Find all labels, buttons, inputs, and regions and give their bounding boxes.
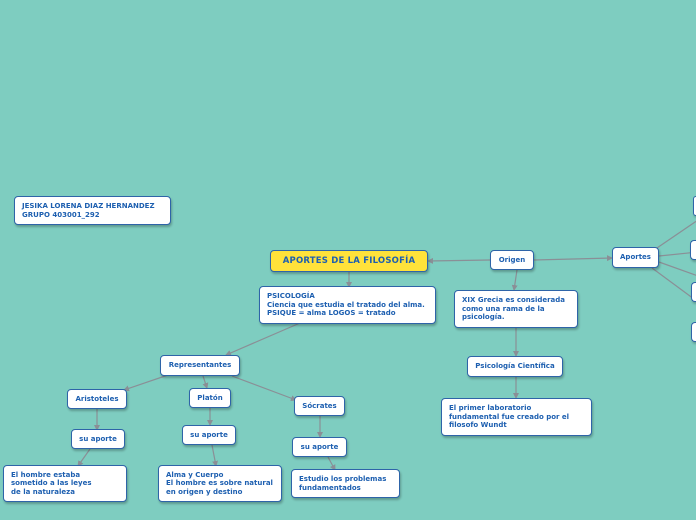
node-psicologia-cientifica[interactable]: Psicología Científica [467, 356, 563, 377]
node-socrates-detail-text: Estudio los problemas fundamentados [299, 475, 387, 492]
edge-aporte-platon-detail [211, 444, 219, 467]
node-aporte-socrates-label: su aporte [300, 442, 339, 451]
edge-representantes-aristoteles [123, 374, 169, 392]
edge-psicologia-representantes [225, 322, 301, 356]
node-aporte-platon-label: su aporte [190, 430, 228, 439]
node-platon-label: Platón [197, 393, 223, 402]
node-socrates-detail[interactable]: Estudio los problemas fundamentados [291, 469, 400, 498]
node-aporte-socrates[interactable]: su aporte [292, 437, 347, 457]
node-offscreen-1[interactable] [693, 196, 696, 216]
node-representantes-label: Representantes [168, 361, 232, 370]
node-psicologia-text: PSICOLOGÍA Ciencia que estudia el tratad… [267, 292, 425, 318]
node-laboratorio[interactable]: El primer laboratorio fundamental fue cr… [441, 398, 592, 436]
main-topic[interactable]: APORTES DE LA FILOSOFÍA [270, 250, 428, 272]
node-offscreen-2[interactable] [690, 240, 696, 260]
node-platon-detail-text: Alma y Cuerpo El hombre es sobre natural… [166, 470, 273, 496]
edge-aportes-out-1 [653, 220, 696, 251]
node-origen[interactable]: Origen [490, 250, 534, 270]
node-aporte-platon[interactable]: su aporte [182, 425, 236, 445]
main-topic-label: APORTES DE LA FILOSOFÍA [282, 255, 416, 266]
node-grecia-text: XIX Grecia es considerada como una rama … [462, 296, 566, 322]
node-aporte-aristoteles-label: su aporte [79, 434, 117, 443]
node-aristoteles-detail-text: El hombre estaba sometido a las leyes de… [11, 470, 92, 496]
node-laboratorio-text: El primer laboratorio fundamental fue cr… [449, 404, 570, 430]
node-aportes[interactable]: Aportes [612, 247, 659, 268]
node-offscreen-4[interactable] [691, 322, 696, 342]
edge-origen-aportes [533, 255, 613, 262]
node-psicologia[interactable]: PSICOLOGÍA Ciencia que estudia el tratad… [259, 286, 436, 324]
node-socrates-label: Sócrates [302, 401, 337, 410]
node-offscreen-3[interactable] [691, 282, 696, 302]
node-aristoteles-detail[interactable]: El hombre estaba sometido a las leyes de… [3, 465, 127, 502]
node-aristoteles[interactable]: Aristoteles [67, 389, 127, 409]
edge-aporte-socrates-detail [327, 456, 336, 471]
edge-representantes-platon [202, 375, 209, 389]
edge-representantes-socrates [231, 375, 297, 402]
node-platon[interactable]: Platón [189, 388, 231, 408]
edge-aportes-out-3 [658, 261, 696, 276]
node-aportes-label: Aportes [620, 253, 651, 262]
node-aporte-aristoteles[interactable]: su aporte [71, 429, 125, 449]
node-socrates[interactable]: Sócrates [294, 396, 345, 416]
edge-origen-main [427, 257, 491, 264]
node-grecia[interactable]: XIX Grecia es considerada como una rama … [454, 290, 578, 328]
node-origen-label: Origen [498, 255, 526, 264]
edge-aportes-out-4 [651, 267, 696, 302]
author-note[interactable]: JESIKA LORENA DIAZ HERNANDEZ GRUPO 40300… [14, 196, 171, 225]
author-text: JESIKA LORENA DIAZ HERNANDEZ GRUPO 40300… [22, 202, 155, 219]
node-psicologia-cientifica-label: Psicología Científica [475, 362, 555, 371]
node-aristoteles-label: Aristoteles [75, 394, 119, 403]
node-representantes[interactable]: Representantes [160, 355, 240, 376]
edge-aporte-aristoteles-detail [77, 448, 91, 467]
edge-origen-grecia [511, 269, 518, 291]
node-platon-detail[interactable]: Alma y Cuerpo El hombre es sobre natural… [158, 465, 282, 502]
